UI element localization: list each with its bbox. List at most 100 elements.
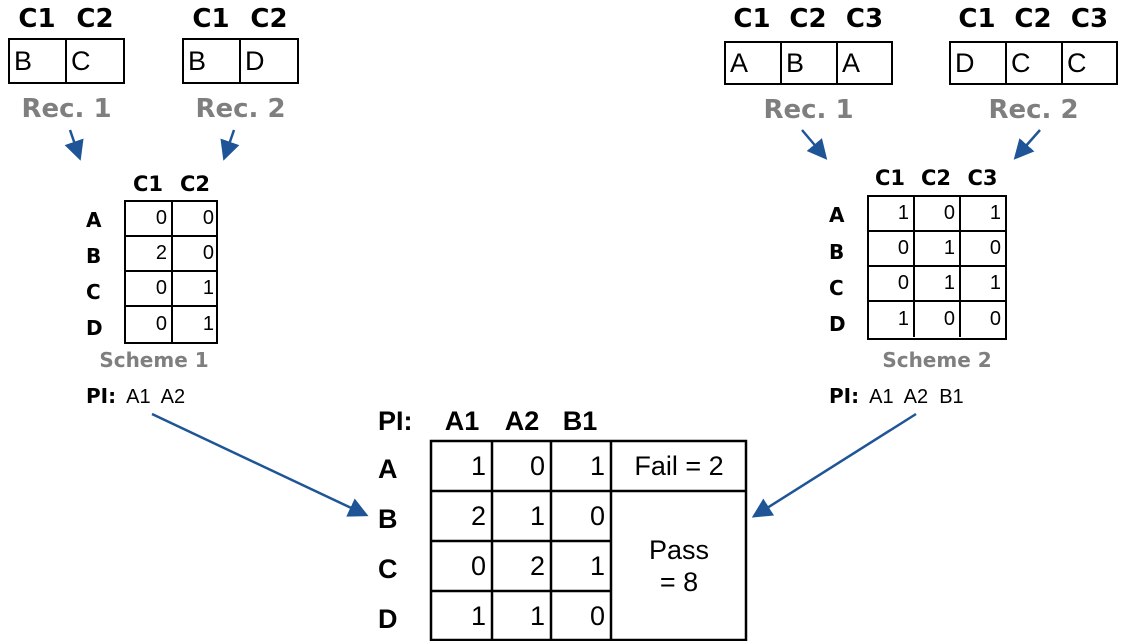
scheme2-pi-value: A1: [869, 386, 894, 408]
scheme2-pi-value: B1: [939, 386, 964, 408]
result-pass-box: Pass = 8: [612, 492, 746, 640]
result-cell: 0: [470, 551, 486, 581]
scheme2-col-c3: C3: [967, 166, 998, 190]
right-rec1-box: A B A: [724, 41, 893, 85]
scheme1-title: Scheme 1: [99, 348, 209, 372]
scheme2-cell: 1: [915, 267, 961, 302]
left-rec2-header-c2: C2: [250, 4, 288, 34]
scheme2-cell: 1: [869, 302, 915, 337]
result-cell: 1: [529, 501, 545, 531]
result-cell: 0: [529, 451, 545, 481]
scheme1-row-label-a: A: [86, 208, 102, 232]
result-cell: 1: [470, 451, 486, 481]
scheme1-cell: 0: [173, 237, 218, 272]
arrow-left-rec1-to-scheme1: [64, 129, 84, 161]
right-rec2-value-c2: C: [1007, 43, 1063, 83]
result-row-label-d: D: [378, 604, 398, 634]
left-rec1-label: Rec. 1: [21, 94, 112, 124]
scheme1-row-label-d: D: [86, 316, 103, 340]
scheme1-row-label-c: C: [86, 280, 101, 304]
result-cell: 1: [589, 451, 605, 481]
scheme2-row-label-c: C: [829, 276, 844, 300]
left-rec1-value-c2: C: [71, 45, 91, 76]
scheme1-pi-value: A1: [126, 386, 151, 408]
scheme2-cell: 0: [961, 232, 1005, 267]
scheme2-col-c2: C2: [920, 166, 952, 190]
scheme1-cell: 1: [173, 272, 218, 307]
scheme2-table: 1 0 1 0 1 0 0 1 1 1 0 0: [867, 195, 1007, 340]
right-rec2-box: D C C: [949, 41, 1118, 85]
scheme1-col-c2: C2: [179, 172, 211, 196]
left-rec2-value-c1: B: [184, 40, 242, 82]
scheme1-row-label-b: B: [86, 244, 102, 268]
right-rec2-header-c1: C1: [958, 4, 996, 34]
scheme2-cell: 1: [961, 197, 1005, 232]
result-cell: 2: [529, 551, 545, 581]
right-rec1-label: Rec. 1: [763, 95, 854, 125]
result-row-label-b: B: [378, 504, 398, 534]
scheme1-col-c1: C1: [132, 172, 164, 196]
right-rec2-header-c2: C2: [1014, 4, 1052, 34]
scheme1-cell: 1: [202, 313, 214, 335]
arrow-right-rec1-to-scheme2: [801, 129, 828, 160]
scheme2-cell: 1: [961, 267, 1005, 302]
scheme2-cell: 1: [869, 197, 915, 232]
result-cell: 1: [529, 600, 545, 631]
left-rec1-header-c1: C1: [18, 4, 56, 34]
arrow-right-rec2-to-scheme2: [1013, 129, 1041, 160]
scheme2-cell: 1: [915, 232, 961, 267]
left-rec2-label: Rec. 2: [195, 94, 286, 124]
scheme2-cell: 0: [915, 197, 961, 232]
scheme2-cell: 0: [989, 308, 1001, 330]
left-rec1-box: B C: [8, 38, 125, 84]
result-col-a2: A2: [504, 406, 540, 436]
scheme1-cell: 0: [173, 202, 218, 237]
right-rec1-header-c3: C3: [845, 4, 884, 34]
scheme2-pi-label: PI:: [829, 384, 860, 408]
result-cell: 2: [470, 501, 486, 531]
left-rec2-header-c1: C1: [192, 4, 230, 34]
scheme2-title: Scheme 2: [882, 348, 992, 372]
left-rec2-box: B D: [182, 38, 299, 84]
scheme1-cell: 2: [126, 237, 173, 272]
right-rec1-value-c1: A: [726, 43, 782, 83]
left-rec1-header-c2: C2: [76, 4, 114, 34]
result-col-a1: A1: [444, 406, 480, 436]
scheme1-cell: 0: [126, 272, 173, 307]
result-cell: 0: [589, 501, 605, 531]
scheme2-cell: 0: [869, 267, 915, 302]
scheme2-row-label-b: B: [829, 240, 845, 264]
result-row-label-a: A: [378, 454, 398, 484]
result-row-label-c: C: [378, 554, 398, 584]
right-rec1-value-c2: B: [782, 43, 838, 83]
arrow-scheme2-to-result: [751, 412, 917, 518]
result-cell: 1: [470, 600, 486, 631]
scheme1-pi: PI: A1 A2: [86, 384, 185, 409]
result-cell: 0: [589, 600, 605, 631]
scheme2-pi: PI: A1 A2 B1: [829, 384, 964, 409]
result-pass-line1: Pass: [648, 534, 710, 565]
arrow-scheme1-to-result: [151, 412, 369, 517]
scheme2-cell: 0: [915, 302, 961, 337]
right-rec1-value-c3: A: [842, 47, 861, 78]
result-fail-text: Fail = 2: [634, 451, 724, 481]
left-rec2-value-c2: D: [245, 45, 265, 76]
scheme2-row-label-a: A: [829, 203, 845, 227]
right-rec2-header-c3: C3: [1070, 4, 1109, 34]
result-cell: 1: [589, 551, 605, 581]
right-rec2-value-c3: C: [1067, 47, 1087, 78]
scheme1-cell: 0: [126, 202, 173, 237]
result-pi-label: PI:: [378, 406, 413, 436]
scheme2-pi-value: A2: [903, 386, 929, 408]
arrow-left-rec2-to-scheme1: [220, 129, 240, 161]
scheme1-cell: 0: [126, 307, 173, 342]
right-rec1-header-c1: C1: [733, 4, 771, 34]
scheme2-row-label-d: D: [829, 312, 846, 336]
right-rec1-header-c2: C2: [789, 4, 827, 34]
result-pass-line2: = 8: [659, 567, 699, 597]
left-rec1-value-c1: B: [10, 40, 68, 82]
scheme2-cell: 0: [869, 232, 915, 267]
right-rec2-value-c1: D: [951, 43, 1007, 83]
